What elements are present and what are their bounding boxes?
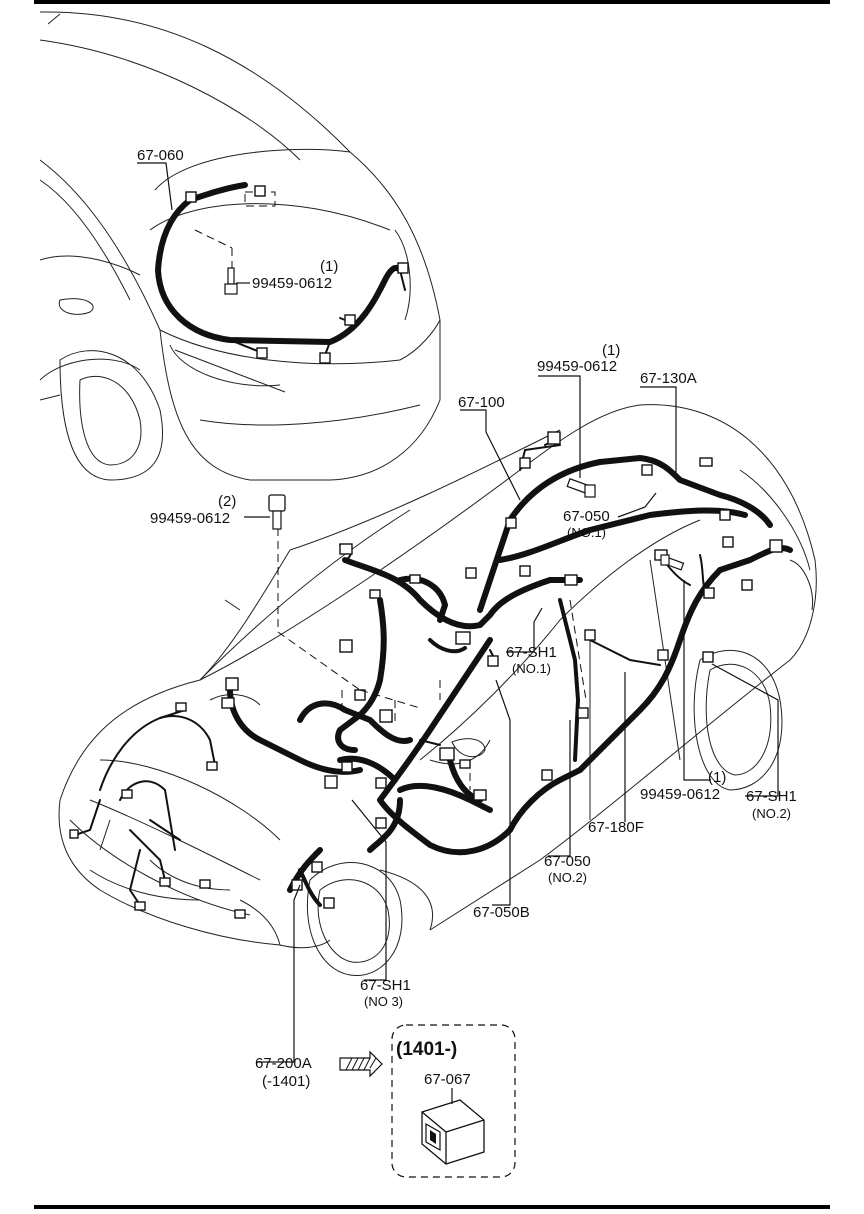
rear-car-view (39, 11, 441, 481)
bolt-roof-part: 99459-0612 (537, 358, 617, 375)
label-no2: (NO.2) (752, 806, 791, 821)
leader-lines (137, 162, 779, 1104)
callout-67-050-no1: 67-050 (563, 508, 610, 525)
callout-67-067: 67-067 (424, 1071, 471, 1088)
top-border (34, 0, 830, 4)
label-no1-b: (NO.1) (512, 661, 551, 676)
engine-harness (69, 702, 246, 919)
bolt-left-part: 99459-0612 (150, 510, 230, 527)
bottom-border (34, 1205, 830, 1209)
main-car-body (58, 404, 817, 977)
assembly-lines (277, 528, 471, 790)
bolt-right-part: 99459-0612 (640, 786, 720, 803)
bolt-top-part: 99459-0612 (252, 275, 332, 292)
callout-67-200a-range: (-1401) (262, 1073, 310, 1090)
bolt-icon (224, 267, 238, 295)
label-no1: (NO.1) (567, 525, 606, 540)
bolt-icon (268, 494, 286, 530)
bolt-left-qty: (2) (218, 493, 236, 510)
callout-67-200a: 67-200A (255, 1055, 312, 1072)
inset-range-label: (1401-) (396, 1039, 457, 1060)
supersession-arrow-icon (339, 1050, 383, 1078)
callout-67-060: 67-060 (137, 147, 184, 164)
callout-67-sh1-no1: 67-SH1 (506, 644, 557, 661)
callout-67-100: 67-100 (458, 394, 505, 411)
label-no3: (NO 3) (364, 994, 403, 1009)
callout-67-sh1-no3: 67-SH1 (360, 977, 411, 994)
main-cabin-harness (221, 431, 793, 909)
control-module-icon (421, 1099, 485, 1165)
label-no2-b: (NO.2) (548, 870, 587, 885)
bolt-icon (660, 554, 685, 571)
bolt-right-qty: (1) (708, 769, 726, 786)
bolt-top-qty: (1) (320, 258, 338, 275)
callout-67-sh1-no2: 67-SH1 (746, 788, 797, 805)
harness-67-060 (155, 182, 409, 364)
bolt-icon (566, 478, 596, 498)
callout-67-050-no2: 67-050 (544, 853, 591, 870)
bolt-roof-qty: (1) (602, 342, 620, 359)
callout-67-050b: 67-050B (473, 904, 530, 921)
callout-67-130a: 67-130A (640, 370, 697, 387)
callout-67-180f: 67-180F (588, 819, 644, 836)
